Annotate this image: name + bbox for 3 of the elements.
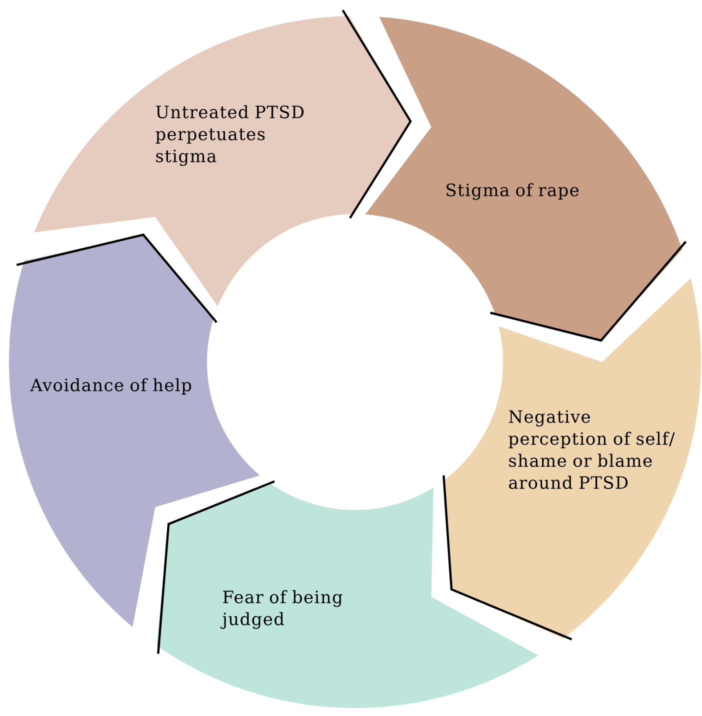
cycle-segment: Stigma of rape — [365, 16, 687, 342]
cycle-segment: Negative perception of self/ shame or blame around PTSD — [442, 278, 701, 640]
cycle-segment: Untreated PTSD perpetuates stigma — [34, 10, 412, 307]
